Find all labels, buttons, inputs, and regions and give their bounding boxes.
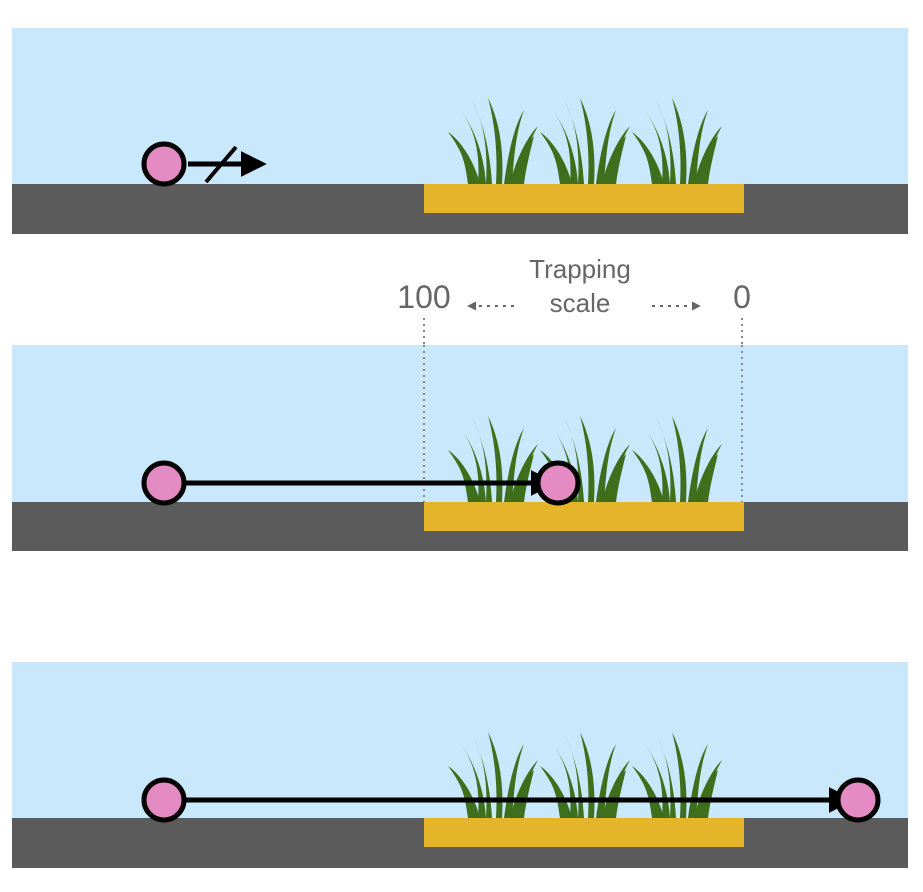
particle-end-icon — [835, 777, 881, 823]
panel-no-movement — [12, 28, 908, 234]
scale-right-value: 0 — [733, 279, 751, 315]
sediment-bed — [424, 502, 744, 531]
particle-circle-icon — [141, 141, 187, 187]
scale-title-line1: Trapping — [529, 254, 631, 284]
blocked-arrow-icon — [188, 145, 267, 184]
scale-left-value: 100 — [397, 279, 450, 315]
particle-end-icon — [535, 460, 581, 506]
scale-title-line2: scale — [550, 288, 611, 318]
panel-trapped — [12, 345, 908, 551]
particle-start-icon — [141, 460, 187, 506]
sediment-bed — [424, 184, 744, 213]
panel-passed-through — [12, 662, 908, 868]
trapping-scale: Trapping scale 100 0 — [397, 254, 751, 502]
particle-start-icon — [141, 777, 187, 823]
sediment-bed — [424, 818, 744, 847]
